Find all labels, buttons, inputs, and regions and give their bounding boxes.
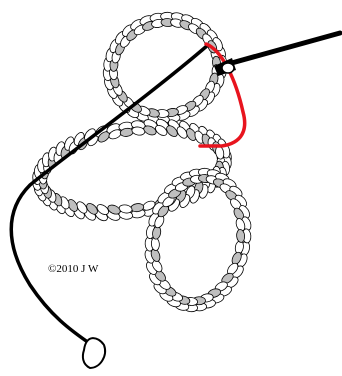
leaf-end-icon [83, 338, 105, 368]
tatting-needle-icon [214, 33, 340, 76]
copyright-text: ©2010 J W [48, 263, 98, 275]
